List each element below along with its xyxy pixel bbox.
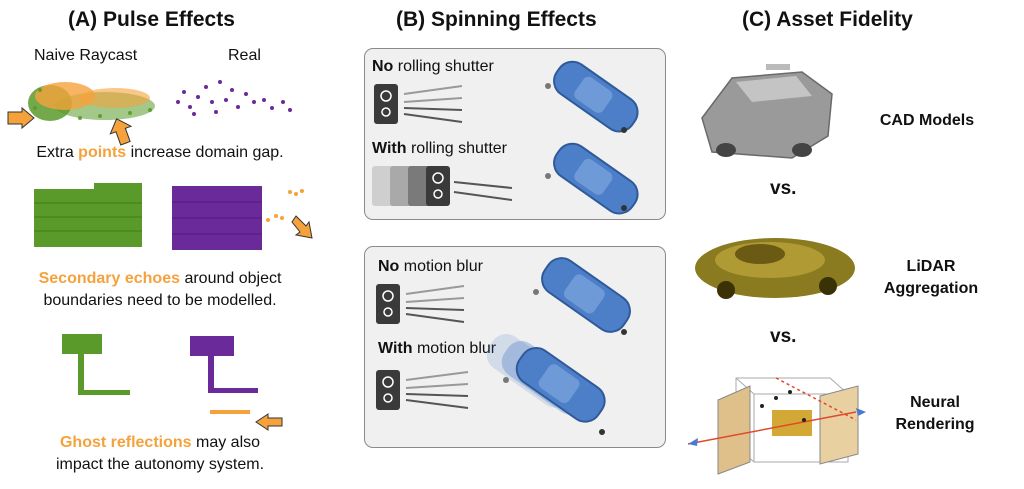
ghost-sign-purple [190, 336, 258, 414]
lidar-sensor-row3 [376, 284, 465, 324]
naive-raycast-pointcloud [28, 82, 155, 121]
orange-arrow-up [109, 118, 133, 146]
vs-label-2: vs. [770, 326, 797, 347]
label-naive-raycast: Naive Raycast [34, 47, 138, 64]
caption-extra-points: Extra points increase domain gap. [36, 144, 284, 161]
orange-arrow-left [7, 106, 35, 130]
vs-label-1: vs. [770, 178, 797, 199]
car-no-rolling-shutter [545, 60, 639, 133]
label-cad-models: CAD Models [879, 112, 975, 129]
lidar-sensor-row1 [374, 84, 463, 124]
neural-rendering-diagram [687, 377, 866, 475]
caption-ghost-reflections: Ghost reflections may also impact the au… [55, 434, 265, 473]
lidar-aggregation-car [695, 238, 855, 299]
car-with-rolling-shutter [545, 142, 639, 215]
orange-arrow-echo [291, 215, 313, 239]
orange-arrow-ghost [255, 413, 283, 431]
label-real: Real [228, 47, 261, 64]
label-no-rolling-shutter: No rolling shutter [372, 58, 494, 75]
ghost-sign-green [62, 334, 130, 395]
car-no-motion-blur [533, 257, 631, 335]
lidar-sensor-row4 [376, 370, 469, 410]
label-with-motion-blur: With motion blur [378, 340, 497, 357]
secondary-echo-green [34, 183, 142, 247]
section-a-title: (A) Pulse Effects [68, 8, 235, 31]
panel-motion-blur [364, 246, 666, 448]
car-with-motion-blur [486, 333, 606, 435]
caption-secondary-echoes: Secondary echoes around object boundarie… [38, 270, 282, 309]
section-c-title: (C) Asset Fidelity [742, 8, 913, 31]
cad-model-car [701, 64, 833, 159]
section-b-title: (B) Spinning Effects [396, 8, 597, 31]
lidar-sensor-row2 [372, 166, 513, 206]
secondary-echo-purple [172, 186, 304, 250]
label-with-rolling-shutter: With rolling shutter [372, 140, 508, 157]
label-no-motion-blur: No motion blur [378, 258, 483, 275]
real-pointcloud [176, 80, 292, 116]
